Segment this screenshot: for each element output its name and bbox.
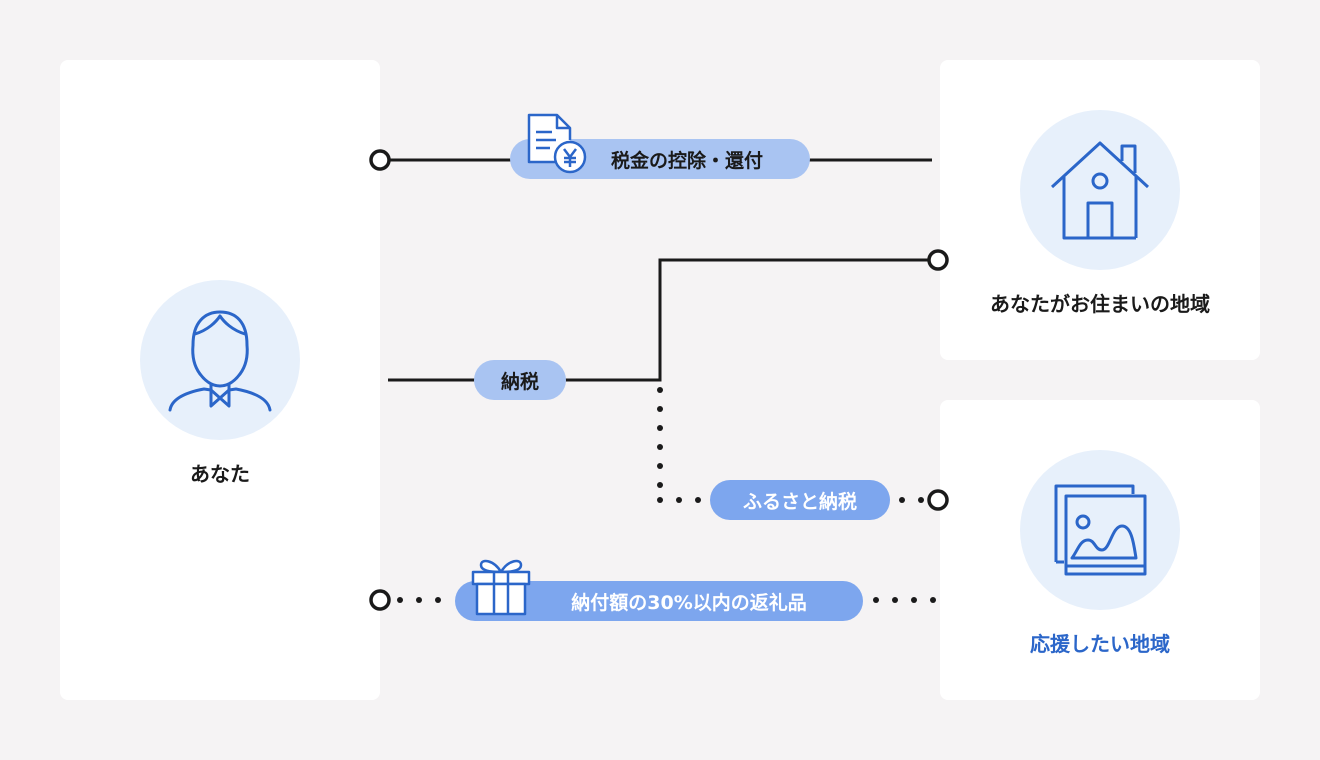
refund-label: 税金の控除・還付 (610, 149, 763, 172)
gift-label: 納付額の30%以内の返礼品 (571, 591, 807, 614)
tax-pill: 納税 (474, 360, 566, 400)
gift-dotted-line (397, 597, 936, 603)
tax-document-yen-icon (527, 113, 587, 174)
home-icon-circle (1020, 110, 1180, 270)
refund-endpoint (369, 149, 391, 171)
tax-endpoint (927, 249, 949, 271)
furusato-dotted-line (657, 387, 924, 503)
person-icon (168, 310, 272, 412)
tax-label: 納税 (500, 370, 539, 393)
you-icon-circle (140, 280, 300, 440)
tax-line (388, 258, 928, 382)
landscape-picture-icon (1054, 484, 1147, 576)
gift-box-icon (471, 559, 531, 616)
gift-endpoint (369, 589, 391, 611)
house-icon (1050, 141, 1150, 240)
furusato-endpoint (927, 489, 949, 511)
furusato-pill: ふるさと納税 (710, 480, 890, 520)
support-icon-circle (1020, 450, 1180, 610)
you-label: あなた (190, 462, 250, 486)
furusato-label: ふるさと納税 (742, 490, 857, 513)
home-region-label: あなたがお住まいの地域 (990, 292, 1210, 316)
support-region-label: 応援したい地域 (1030, 632, 1170, 656)
